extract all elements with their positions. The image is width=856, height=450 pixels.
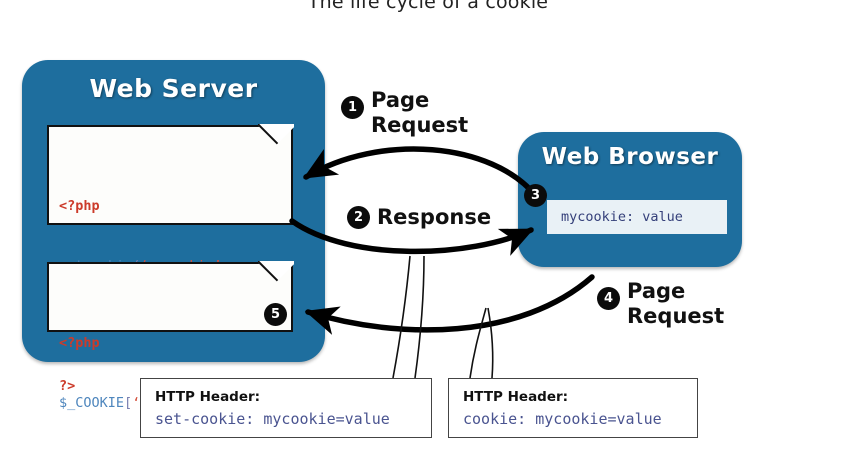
code-token: <?php [59, 198, 100, 214]
callout-title: HTTP Header: [463, 389, 569, 405]
step-badge-5: 5 [264, 303, 287, 326]
step-badge-2: 2 [347, 206, 370, 229]
web-server-label: Web Server [89, 74, 258, 103]
arrow-page-request-1 [303, 146, 539, 199]
flow-label-page-request-1: Page Request [371, 88, 469, 137]
flow-label-page-request-2: Page Request [627, 279, 725, 328]
code-block-readcookie: <?php $_COOKIE[‘mycookie’]; ?> [47, 261, 294, 411]
code-token: $_COOKIE [59, 395, 125, 411]
page-fold-corner-icon [258, 261, 294, 297]
arrow-page-request-2 [304, 274, 595, 335]
leader-line-cookie-right [487, 307, 494, 379]
web-browser-panel: Web Browser [518, 132, 742, 267]
code-block-setcookie: <?php setcookie(‘mycookie’, ‘value’); ?> [47, 124, 294, 394]
callout-code: set-cookie: mycookie=value [155, 410, 390, 428]
cookie-store-field: mycookie: value [547, 200, 727, 234]
callout-cookie-header: HTTP Header: cookie: mycookie=value [448, 378, 698, 438]
step-badge-3: 3 [524, 184, 547, 207]
code-token: <?php [59, 335, 100, 351]
code-line: <?php [59, 333, 281, 353]
code-token: [ [124, 395, 133, 411]
code-token: ?> [59, 378, 76, 394]
step-badge-1: 1 [341, 96, 364, 119]
leader-line-set-cookie-left [392, 255, 411, 379]
code-line: <?php [59, 196, 281, 216]
page-title: The life cycle of a cookie [307, 0, 549, 13]
leader-line-set-cookie-right [414, 255, 425, 379]
callout-set-cookie-header: HTTP Header: set-cookie: mycookie=value [140, 378, 432, 438]
leader-line-cookie-left [469, 307, 487, 379]
web-browser-label: Web Browser [541, 144, 719, 170]
code-line: ?> [59, 376, 281, 396]
flow-label-response: Response [377, 205, 492, 229]
step-badge-4: 4 [597, 287, 620, 310]
page-fold-corner-icon [258, 124, 294, 160]
callout-title: HTTP Header: [155, 389, 261, 405]
callout-code: cookie: mycookie=value [463, 410, 662, 428]
cookie-store-value: mycookie: value [561, 209, 683, 225]
